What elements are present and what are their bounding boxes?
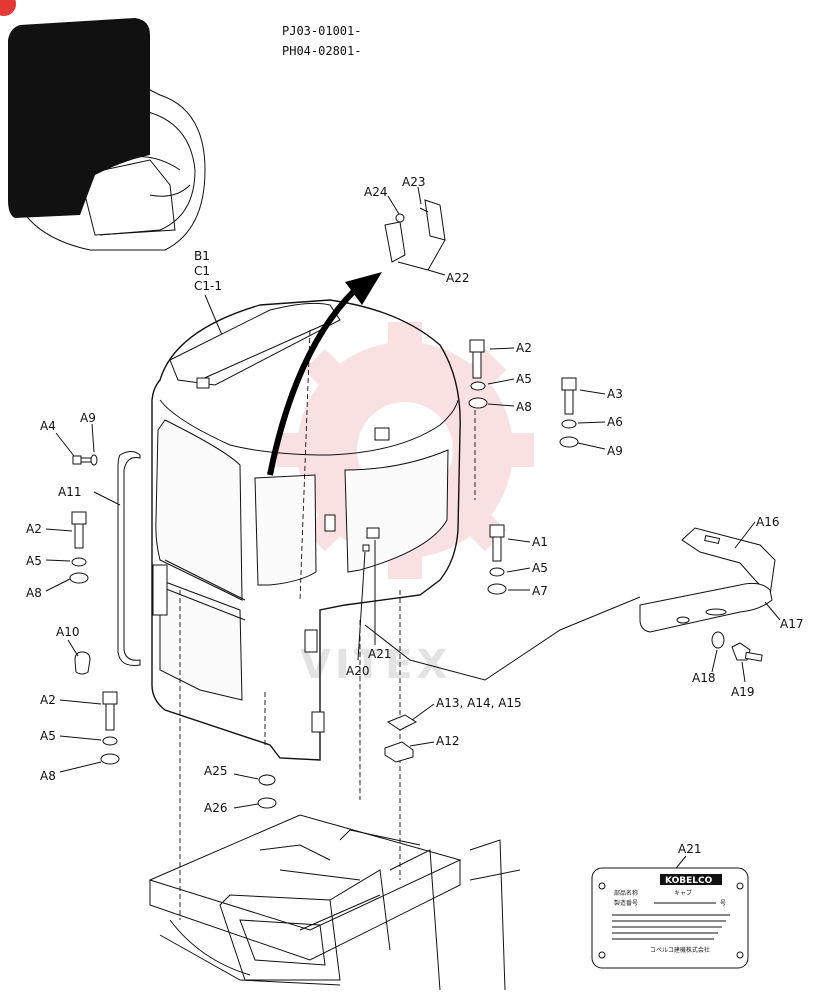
callout-a2-top: A2 [516,341,532,355]
nameplate-row1-value: キャブ [674,889,692,897]
nameplate-brand: KOBELCO [665,876,713,886]
callout-a26: A26 [204,801,227,815]
washer-a8-low [100,753,120,765]
shim-a13-a15 [386,714,418,731]
callout-a21-mid: A21 [368,647,391,661]
arrow-head-icon [345,272,382,305]
cab-body [151,299,476,920]
bolt-a2-top [469,339,485,379]
callout-a9-left: A9 [80,411,96,425]
cover-a16-a17 [639,527,776,633]
nameplate-footer: コベルコ建機株式会社 [650,946,710,954]
assembly-label-b1: B1 [194,249,210,263]
washer-a8-top [468,397,488,409]
bolt-a19 [731,642,763,662]
callout-a6: A6 [607,415,623,429]
watermark-text: VITEX [300,642,451,688]
washer-a9-left [90,454,98,466]
washer-a18 [711,631,725,649]
nameplate-a21: KOBELCO 部品名称 キャブ 製造番号 号 コベルコ建機株式会社 [591,855,749,969]
callout-a9-right: A9 [607,444,623,458]
callout-a16: A16 [756,515,779,529]
nameplate-row2-label: 製造番号 [614,899,638,907]
callout-a20: A20 [346,664,369,678]
location-thumbnail [8,18,206,251]
callout-a5-left: A5 [26,554,42,568]
callout-a10: A10 [56,625,79,639]
washer-a5-mid [489,567,505,577]
plate-a21-mini [366,527,380,539]
bolt-a2-low [102,691,118,731]
lower-frame [148,814,521,991]
assembly-label-c1: C1 [194,264,210,278]
callout-a1: A1 [532,535,548,549]
callout-a18: A18 [692,671,715,685]
callout-a22: A22 [446,271,469,285]
washer-a5-left [71,557,87,567]
callout-a4: A4 [40,419,56,433]
washer-a5-low [102,736,118,746]
callout-a5-mid: A5 [532,561,548,575]
callout-a8-low: A8 [40,769,56,783]
washer-a7 [487,583,507,595]
callout-a5-top: A5 [516,372,532,386]
nameplate-row2-value: 号 [720,900,726,907]
callout-a8-top: A8 [516,400,532,414]
callout-a21-plate: A21 [678,842,701,856]
corner-badge-icon [0,0,16,16]
callout-a24: A24 [364,185,387,199]
callout-a3: A3 [607,387,623,401]
callout-a11: A11 [58,485,81,499]
callout-a2-left: A2 [26,522,42,536]
callout-a7: A7 [532,584,548,598]
bolt-a2-left [71,511,87,549]
washer-a25 [258,774,276,786]
bolt-a1 [489,524,505,562]
bolt-a3 [561,377,577,415]
washer-a5-top [470,381,486,391]
rivet-a20 [362,544,370,552]
callout-a2-low: A2 [40,693,56,707]
callout-a23: A23 [402,175,425,189]
callout-a12: A12 [436,734,459,748]
callout-a17: A17 [780,617,803,631]
a22-bracket-assembly [384,199,446,271]
block-a12 [384,741,414,763]
callout-a8-left: A8 [26,586,42,600]
washer-a26 [257,797,277,809]
handrail-a11 [117,451,141,666]
washer-a6 [561,419,577,429]
callout-a25: A25 [204,764,227,778]
washer-a9-right [559,436,579,448]
washer-a8-left [69,572,89,584]
assembly-label-c1-1: C1-1 [194,279,222,293]
serial-range-1: PJ03-01001- [282,24,361,38]
nameplate-row1-label: 部品名称 [614,889,638,897]
serial-range-2: PH04-02801- [282,44,361,58]
callout-a5-low: A5 [40,729,56,743]
callout-a19: A19 [731,685,754,699]
callout-a13-a15: A13, A14, A15 [436,696,522,710]
